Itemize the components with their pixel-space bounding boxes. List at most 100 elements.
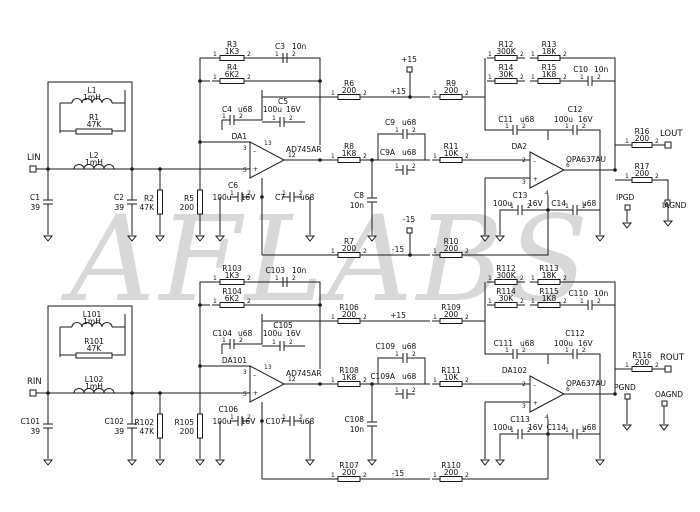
resistor-ref: R1 xyxy=(89,113,99,122)
pin-number: 1 xyxy=(213,74,217,81)
resistor xyxy=(157,413,163,439)
pin-number: 1 xyxy=(433,90,437,97)
analog-ground-label: OAGND xyxy=(655,390,683,399)
capacitor-ref: C1 xyxy=(30,193,40,202)
wire xyxy=(585,353,601,459)
pin-number: 2 xyxy=(655,173,659,180)
pin-number: 1 xyxy=(565,427,569,434)
pin-number: 1 xyxy=(433,314,437,321)
wire xyxy=(470,419,549,480)
pin-number: 2 xyxy=(465,314,469,321)
wire xyxy=(47,305,133,393)
resistor-ref: R5 xyxy=(184,194,194,203)
capacitor-value: 100u xyxy=(554,339,573,348)
pin-number: 2 xyxy=(363,153,367,160)
capacitor-value: 10n xyxy=(350,201,365,210)
capacitor-value: 100u xyxy=(263,329,282,338)
junction-dot xyxy=(260,195,264,199)
capacitor-ref: C5 xyxy=(278,97,288,106)
pin-number: 12 xyxy=(288,152,296,159)
pin-number: 1 xyxy=(331,314,335,321)
pin-number: 2 xyxy=(465,248,469,255)
resistor-ref: R13 xyxy=(542,40,557,49)
ground-symbol xyxy=(126,459,138,466)
resistor-ref: R108 xyxy=(339,366,359,375)
pin-number: 1 xyxy=(331,377,335,384)
resistor-value: 200 xyxy=(342,244,357,253)
ground-terminal-label: PGND xyxy=(614,383,636,392)
pin-number: 1 xyxy=(395,163,399,170)
pin-number: 2 xyxy=(522,123,526,130)
ground-terminal-label: IPGD xyxy=(616,193,635,202)
resistor-value: 18K xyxy=(542,47,558,56)
inductor-coil xyxy=(71,322,113,328)
junction-dot xyxy=(318,79,322,83)
pin-number: 1 xyxy=(580,74,584,81)
capacitor-ref: C110 xyxy=(568,289,588,298)
capacitor-ref: C112 xyxy=(565,329,585,338)
resistor-ref: R116 xyxy=(632,351,652,360)
capacitor-ref: C111 xyxy=(493,339,513,348)
capacitor-ref: C4 xyxy=(222,105,232,114)
resistor-value: 200 xyxy=(444,310,459,319)
resistor xyxy=(537,78,561,84)
pin-number: 1 xyxy=(395,127,399,134)
pin-number: 1 xyxy=(275,51,279,58)
resistor-value: 6K2 xyxy=(225,294,240,303)
supply-terminal xyxy=(406,227,413,234)
resistor-value: 200 xyxy=(180,427,195,436)
pin-number: 2 xyxy=(247,298,251,305)
pin-number: – xyxy=(533,158,536,165)
wire xyxy=(415,133,426,160)
wire xyxy=(112,327,126,356)
pin-number: – xyxy=(533,382,536,389)
resistor-ref: R3 xyxy=(227,40,237,49)
pin-number: 3 xyxy=(243,145,247,152)
capacitor-value: 100u xyxy=(263,105,282,114)
pin-number: 2 xyxy=(465,472,469,479)
pin-number: 1 xyxy=(510,427,514,434)
wire xyxy=(484,97,505,131)
ground-terminal xyxy=(624,393,631,400)
capacitor-ref: C6 xyxy=(228,181,238,190)
capacitor-ref: C9A xyxy=(380,148,396,157)
resistor xyxy=(537,302,561,308)
pin-number: 2 xyxy=(465,153,469,160)
resistor xyxy=(337,252,361,258)
pin-number: 2 xyxy=(292,275,296,282)
resistor-ref: R11 xyxy=(444,142,459,151)
resistor-ref: R8 xyxy=(344,142,354,151)
resistor xyxy=(75,128,113,135)
resistor xyxy=(631,366,653,372)
junction-dot xyxy=(408,253,412,257)
capacitor-voltage: 16V xyxy=(241,193,257,202)
pin-number: 13 xyxy=(264,140,272,147)
ground-symbol xyxy=(494,235,506,242)
resistor-ref: R114 xyxy=(496,287,516,296)
wire xyxy=(242,100,263,121)
pin-number: 1 xyxy=(565,347,569,354)
resistor xyxy=(631,142,653,148)
wire xyxy=(199,281,321,369)
resistor xyxy=(337,476,361,482)
capacitor-value: u68 xyxy=(402,148,417,157)
resistor-value: 1K8 xyxy=(542,70,557,79)
capacitor-value: u68 xyxy=(582,423,597,432)
resistor-ref: R104 xyxy=(222,287,242,296)
wire xyxy=(566,281,616,306)
inductor-value: 1mH xyxy=(83,93,101,102)
capacitor-value: u68 xyxy=(402,118,417,127)
capacitor-ref: C7 xyxy=(275,193,285,202)
rail-label-negative: -15 xyxy=(392,469,404,478)
resistor xyxy=(197,189,203,215)
capacitor-value: u68 xyxy=(402,342,417,351)
pin-number: 2 xyxy=(520,275,524,282)
op-amp-ref: DA102 xyxy=(502,366,527,375)
pin-number: 2 xyxy=(412,163,416,170)
pin-number: 1 xyxy=(565,203,569,210)
capacitor-ref: C102 xyxy=(104,417,124,426)
capacitor-ref: C109A xyxy=(370,372,396,381)
wire xyxy=(261,314,330,322)
pin-number: 1 xyxy=(433,153,437,160)
pin-number: 1 xyxy=(272,339,276,346)
